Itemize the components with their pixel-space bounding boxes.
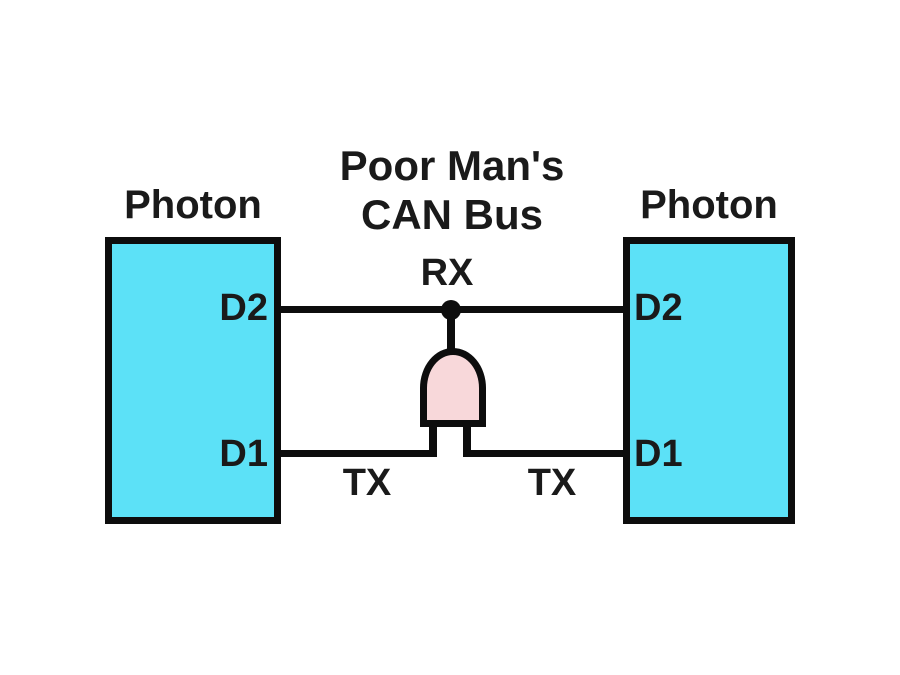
diagram-title-line2: CAN Bus <box>360 191 543 238</box>
junction-dot <box>441 300 461 320</box>
left-pin-d1-label: D1 <box>219 433 268 475</box>
d1-wire-right <box>463 450 623 457</box>
tx-label-right: TX <box>527 462 577 504</box>
d1-wire-left <box>281 450 437 457</box>
gate-output-wire <box>447 310 455 352</box>
left-device-label: Photon <box>124 183 262 227</box>
right-photon-box <box>623 237 795 524</box>
gate-input-left-wire <box>429 422 437 457</box>
diagram-title-line1: Poor Man's <box>339 142 565 189</box>
gate-input-right-wire <box>463 422 471 457</box>
right-pin-d1-label: D1 <box>634 433 683 475</box>
left-photon-box <box>105 237 281 524</box>
right-device-label: Photon <box>640 183 778 227</box>
rx-label: RX <box>420 252 474 294</box>
left-pin-d2-label: D2 <box>219 287 268 329</box>
right-pin-d2-label: D2 <box>634 287 683 329</box>
diagram-title: Poor Man's CAN Bus <box>292 141 612 239</box>
and-gate <box>420 348 486 427</box>
tx-label-left: TX <box>342 462 392 504</box>
